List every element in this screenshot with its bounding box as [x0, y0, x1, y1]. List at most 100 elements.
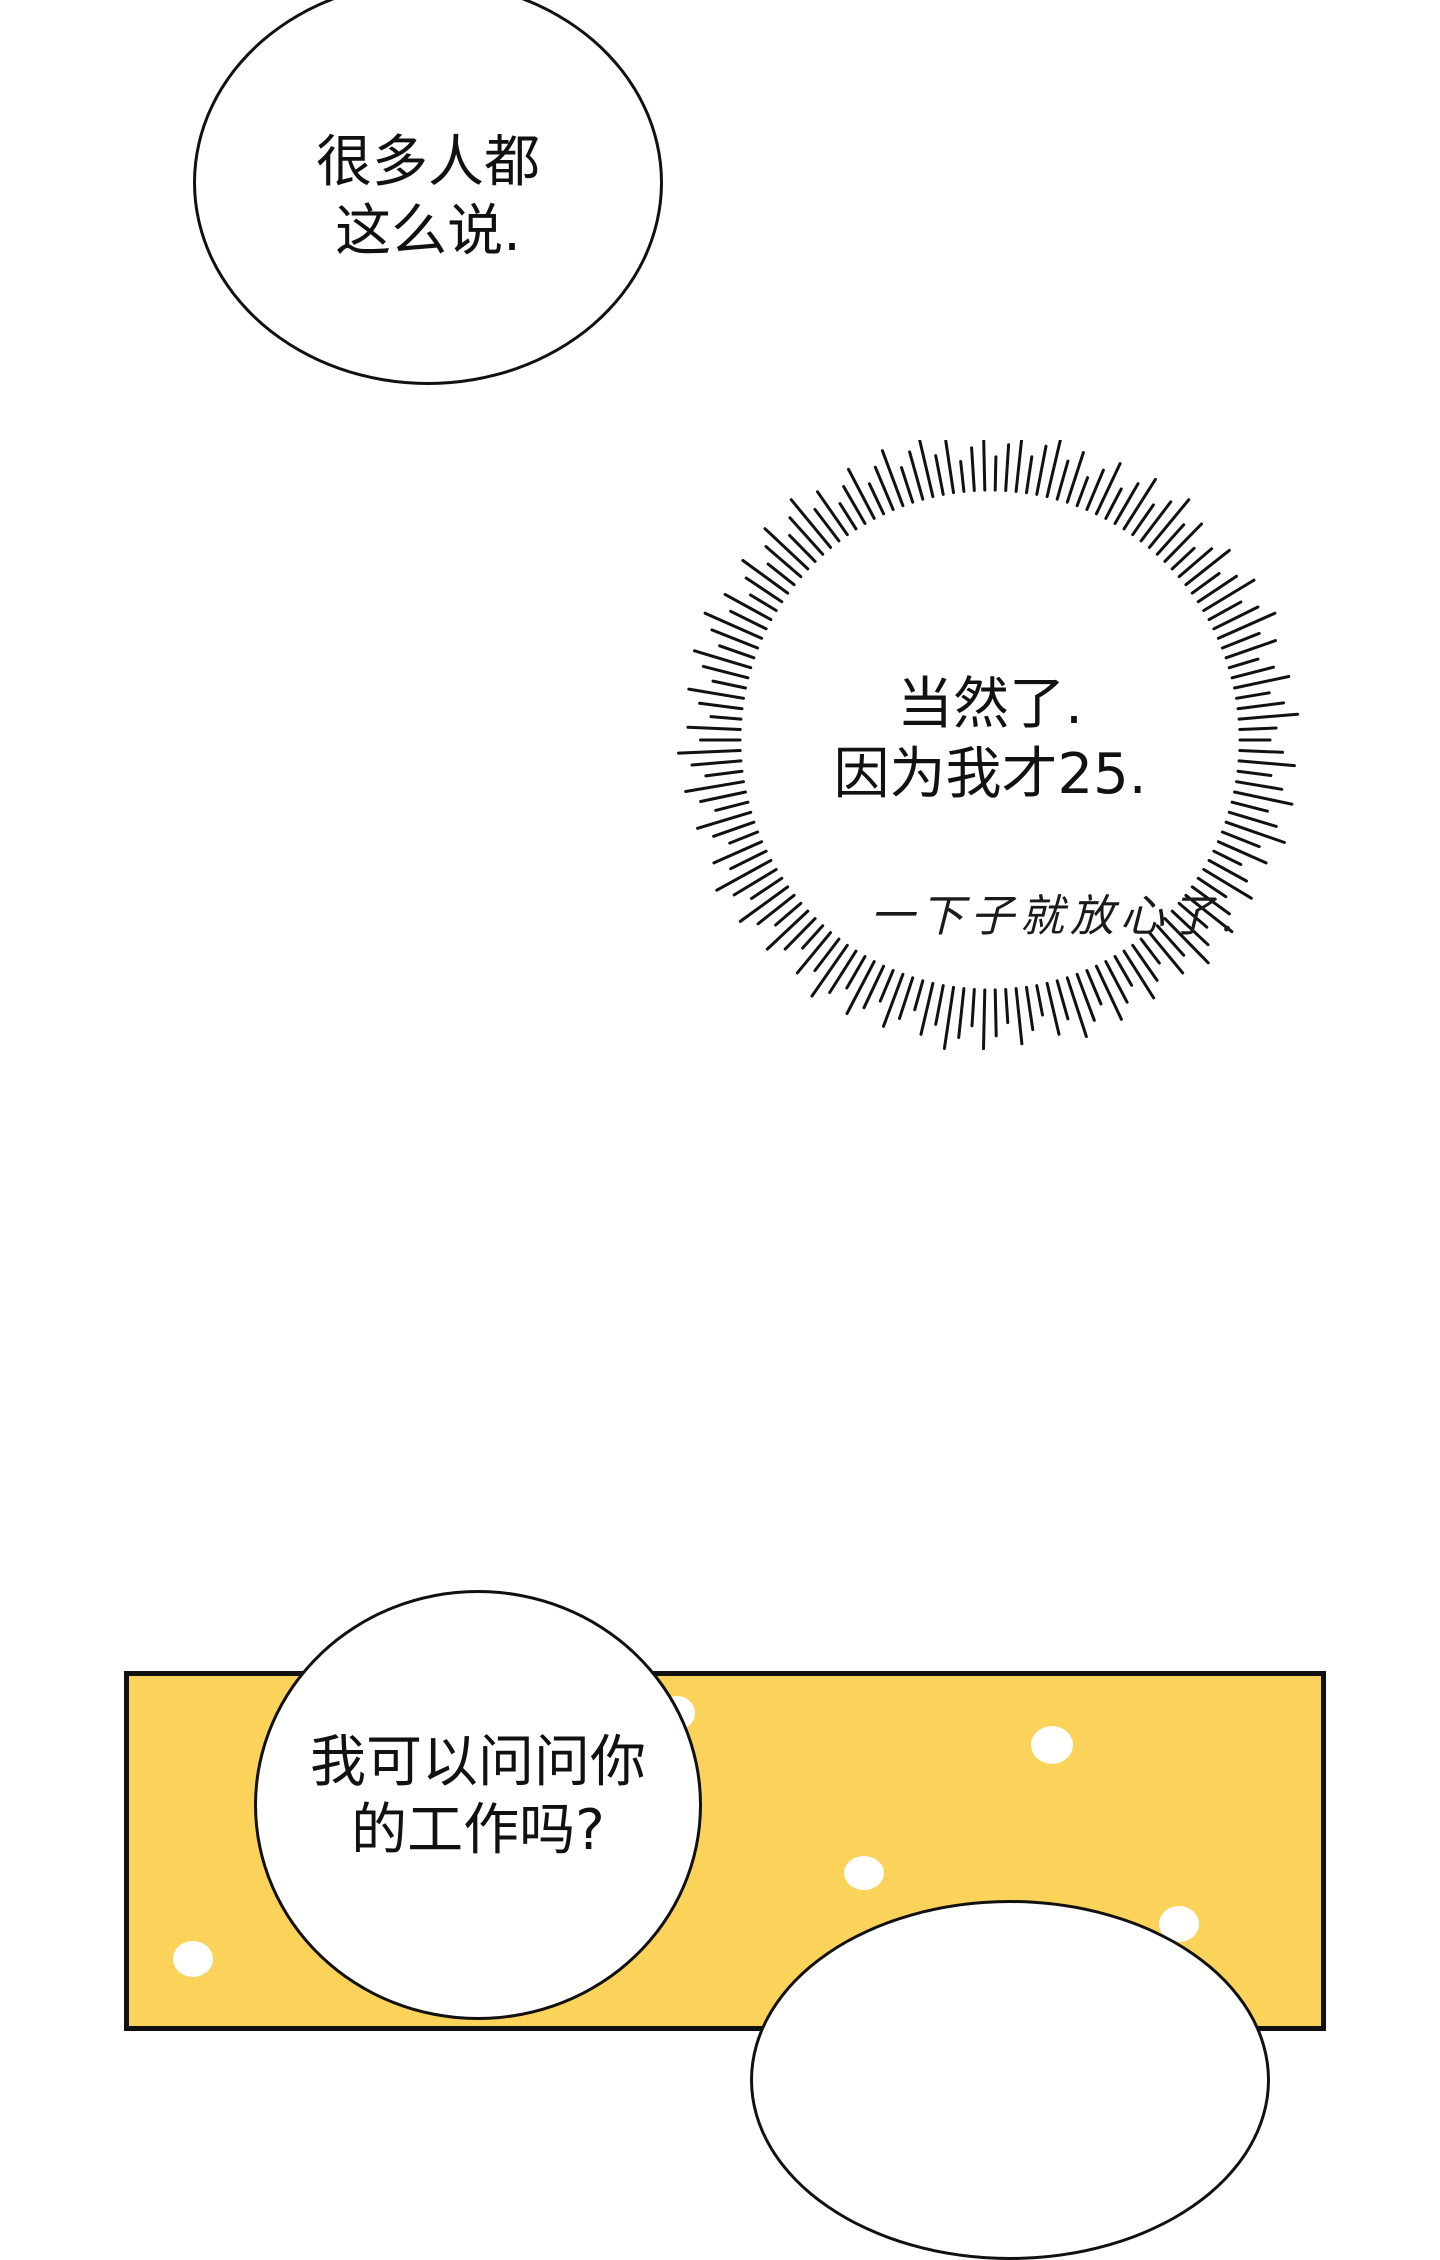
burst-line	[701, 664, 750, 680]
burst-line	[919, 981, 935, 1036]
burst-line	[1233, 790, 1294, 806]
burst-line	[1139, 500, 1173, 543]
burst-line	[1230, 800, 1269, 813]
burst-line	[1035, 444, 1048, 496]
burst-line	[842, 485, 867, 525]
burst-line	[788, 533, 817, 563]
burst-line	[1104, 960, 1129, 1004]
burst-line	[1113, 955, 1134, 987]
burst-line	[1227, 810, 1278, 828]
burst-line	[783, 917, 817, 951]
burst-line	[1104, 487, 1123, 520]
burst-line	[729, 609, 768, 631]
burst-line	[789, 498, 833, 549]
burst-line	[1196, 876, 1228, 899]
burst-line	[684, 780, 745, 793]
burst-line	[1055, 979, 1070, 1021]
burst-line	[982, 988, 987, 1051]
burst-line	[690, 759, 743, 767]
burst-line	[1122, 477, 1157, 531]
burst-line	[696, 810, 753, 830]
burst-line	[882, 972, 905, 1028]
burst-line	[900, 466, 915, 504]
burst-line	[788, 516, 825, 556]
burst-line	[1207, 600, 1243, 622]
burst-text: 当然了. 因为我才25.	[833, 672, 1147, 807]
burst-line	[750, 876, 784, 900]
burst-line	[693, 649, 753, 670]
burst-line	[1131, 503, 1155, 537]
burst-line	[847, 467, 876, 520]
burst-line	[1224, 820, 1286, 844]
burst-line	[993, 988, 998, 1038]
burst-line	[1170, 909, 1210, 947]
burst-line	[1035, 984, 1044, 1017]
burst-line	[715, 858, 773, 892]
burst-line	[1202, 868, 1253, 900]
burst-line	[959, 460, 966, 493]
burst-line	[687, 687, 745, 700]
burst-line	[838, 502, 858, 531]
burst-line	[1237, 712, 1300, 721]
burst-line	[813, 937, 841, 973]
burst-line	[1184, 548, 1231, 587]
burst-line	[723, 592, 773, 622]
burst-line	[728, 830, 760, 845]
burst-line	[970, 446, 976, 492]
burst-bubble	[677, 440, 1300, 1051]
burst-line	[1235, 691, 1271, 700]
burst-line	[1212, 849, 1243, 866]
burst-line	[699, 790, 747, 803]
burst-line	[1190, 885, 1231, 916]
burst-line	[1025, 985, 1035, 1032]
burst-line	[1170, 546, 1196, 571]
burst-line	[704, 769, 744, 778]
burst-line	[862, 964, 886, 1010]
burst-line	[710, 628, 760, 650]
whisper-text: 一下子就放心了.	[870, 891, 1240, 942]
burst-line	[1045, 440, 1062, 499]
burst-line	[1236, 769, 1273, 777]
burst-line	[1233, 675, 1291, 690]
burst-line	[1216, 611, 1277, 640]
burst-line	[1085, 468, 1105, 511]
burst-line	[1122, 949, 1156, 1000]
burst-line	[763, 527, 810, 571]
burst-line	[712, 840, 764, 865]
burst-line	[878, 969, 895, 1003]
burst-line	[765, 909, 810, 951]
burst-line	[982, 440, 987, 492]
burst-line	[1065, 451, 1085, 504]
burst-line	[795, 931, 833, 975]
burst-line	[898, 976, 915, 1020]
burst-line	[1075, 476, 1090, 508]
burst-line	[1085, 969, 1103, 1006]
burst-line	[1177, 901, 1209, 929]
burst-line	[1220, 631, 1261, 650]
burst-line	[756, 893, 796, 926]
burst-line	[714, 800, 750, 812]
speech-bubble-partial	[750, 1900, 1270, 2260]
burst-line	[1147, 931, 1185, 975]
burst-line	[1224, 639, 1277, 660]
speech-bubble-top: 很多人都 这么说.	[193, 0, 663, 385]
panel-dot	[173, 1941, 213, 1977]
burst-line	[942, 985, 955, 1050]
burst-line	[944, 440, 955, 495]
burst-line	[1055, 459, 1070, 501]
burst-line	[1237, 759, 1296, 768]
burst-line	[1235, 780, 1284, 791]
burst-line	[698, 701, 744, 711]
burst-line	[1065, 976, 1088, 1039]
burst-line	[738, 885, 790, 923]
burst-line	[677, 749, 742, 755]
burst-line	[1220, 830, 1261, 849]
burst-line	[764, 545, 803, 579]
burst-line	[1196, 574, 1238, 604]
burst-line	[1207, 858, 1248, 883]
burst-line	[741, 559, 790, 595]
burst-line	[1094, 964, 1123, 1021]
burst-line	[1238, 749, 1284, 754]
burst-line	[1227, 657, 1260, 670]
speech-text-top: 很多人都 这么说.	[316, 130, 540, 264]
